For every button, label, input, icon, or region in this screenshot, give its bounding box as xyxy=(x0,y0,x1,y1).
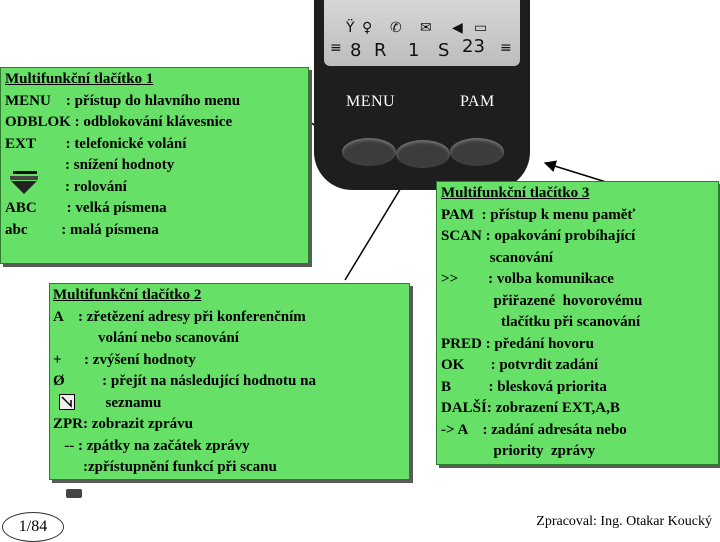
info-box-key3: Multifunkční tlačítko 3 PAM : přístup k … xyxy=(436,181,719,465)
author-credit: Zpracoval: Ing. Otakar Koucký xyxy=(536,514,712,529)
multifunction-key-3[interactable] xyxy=(450,138,504,166)
box3-line: DALŠÍ: zobrazení EXT,A,B xyxy=(441,400,620,416)
box1-line: MENU : přístup do hlavního menu xyxy=(5,92,241,109)
handset-icon: ✆ xyxy=(390,20,402,36)
box1-line: ODBLOK : odblokování klávesnice xyxy=(5,114,233,130)
box1-line: : snížení hodnoty xyxy=(5,157,175,173)
box3-line: přiřazené hovorovému xyxy=(441,292,643,309)
box1-line: : rolování xyxy=(5,178,127,195)
box3-line: >> : volba komunikace xyxy=(441,271,614,287)
box2-line: A : zřetězení adresy při konferenčním xyxy=(53,308,306,325)
next-item-key-icon xyxy=(59,394,75,410)
signal-bars-icon: ≡ xyxy=(330,40,342,56)
minus-key-icon xyxy=(13,164,37,174)
multifunction-key-1[interactable] xyxy=(342,138,396,166)
level-bars-icon: ≡ xyxy=(500,40,512,56)
box3-line: -> A : zadání adresáta nebo xyxy=(441,421,627,438)
info-box-key2: Multifunkční tlačítko 2 A : zřetězení ad… xyxy=(49,283,410,480)
box2-title: Multifunkční tlačítko 2 xyxy=(53,287,202,303)
mic-icon: ♀ xyxy=(362,20,373,36)
box1-line: EXT : telefonické volání xyxy=(5,135,187,152)
lcd-char-3: 1 xyxy=(408,40,420,61)
lcd-display: Ÿ ♀ ✆ ✉ ◀ ▭ ≡ 8 R 1 S 23 ≡ xyxy=(324,0,520,66)
battery-icon: ▭ xyxy=(474,20,488,36)
box1-line: abc : malá písmena xyxy=(5,221,159,238)
antenna-icon: Ÿ xyxy=(346,20,355,36)
scroll-down-icon xyxy=(9,176,39,196)
lcd-char-1: 8 xyxy=(350,40,362,61)
lcd-char-4: S xyxy=(438,40,450,61)
action-button-icon[interactable] xyxy=(66,489,82,498)
arrow-to-key3 xyxy=(543,160,607,183)
lcd-char-5: 23 xyxy=(462,36,485,57)
box2-line: -- : zpátky na začátek zprávy xyxy=(53,437,250,454)
box3-line: B : blesková priorita xyxy=(441,378,607,395)
box3-line: SCAN : opakování probíhající xyxy=(441,228,636,244)
box3-title: Multifunkční tlačítko 3 xyxy=(441,185,590,201)
box2-line: :zpřístupnění funkcí při scanu xyxy=(53,459,277,475)
info-box-key1: Multifunkční tlačítko 1 MENU : přístup d… xyxy=(0,67,309,264)
box2-line: seznamu xyxy=(53,394,162,411)
lcd-char-2: R xyxy=(374,40,387,61)
envelope-icon: ✉ xyxy=(420,20,432,36)
box3-line: scanování xyxy=(441,249,554,266)
box3-line: OK : potvrdit zadání xyxy=(441,357,599,373)
softkey-left-label: MENU xyxy=(346,93,396,110)
box3-line: tlačítku při scanování xyxy=(441,314,641,330)
multifunction-key-2[interactable] xyxy=(396,140,450,168)
box3-line: priority zprávy xyxy=(441,443,596,459)
box3-line: PAM : přístup k menu paměť xyxy=(441,206,636,223)
pager-device: Ÿ ♀ ✆ ✉ ◀ ▭ ≡ 8 R 1 S 23 ≡ MENU PAM xyxy=(314,0,530,190)
box1-title: Multifunkční tlačítko 1 xyxy=(5,71,154,87)
box2-line: volání nebo scanování xyxy=(53,330,239,346)
box3-line: PRED : předání hovoru xyxy=(441,335,594,352)
box2-line: Ø : přejít na následující hodnotu na xyxy=(53,373,316,389)
box2-line: ZPR: zobrazit zprávu xyxy=(53,416,193,432)
speaker-icon: ◀ xyxy=(452,20,463,36)
softkey-right-label: PAM xyxy=(460,93,495,110)
box2-line: + : zvýšení hodnoty xyxy=(53,351,196,368)
box1-line: ABC : velká písmena xyxy=(5,200,167,216)
page-number: 1/84 xyxy=(2,512,64,542)
